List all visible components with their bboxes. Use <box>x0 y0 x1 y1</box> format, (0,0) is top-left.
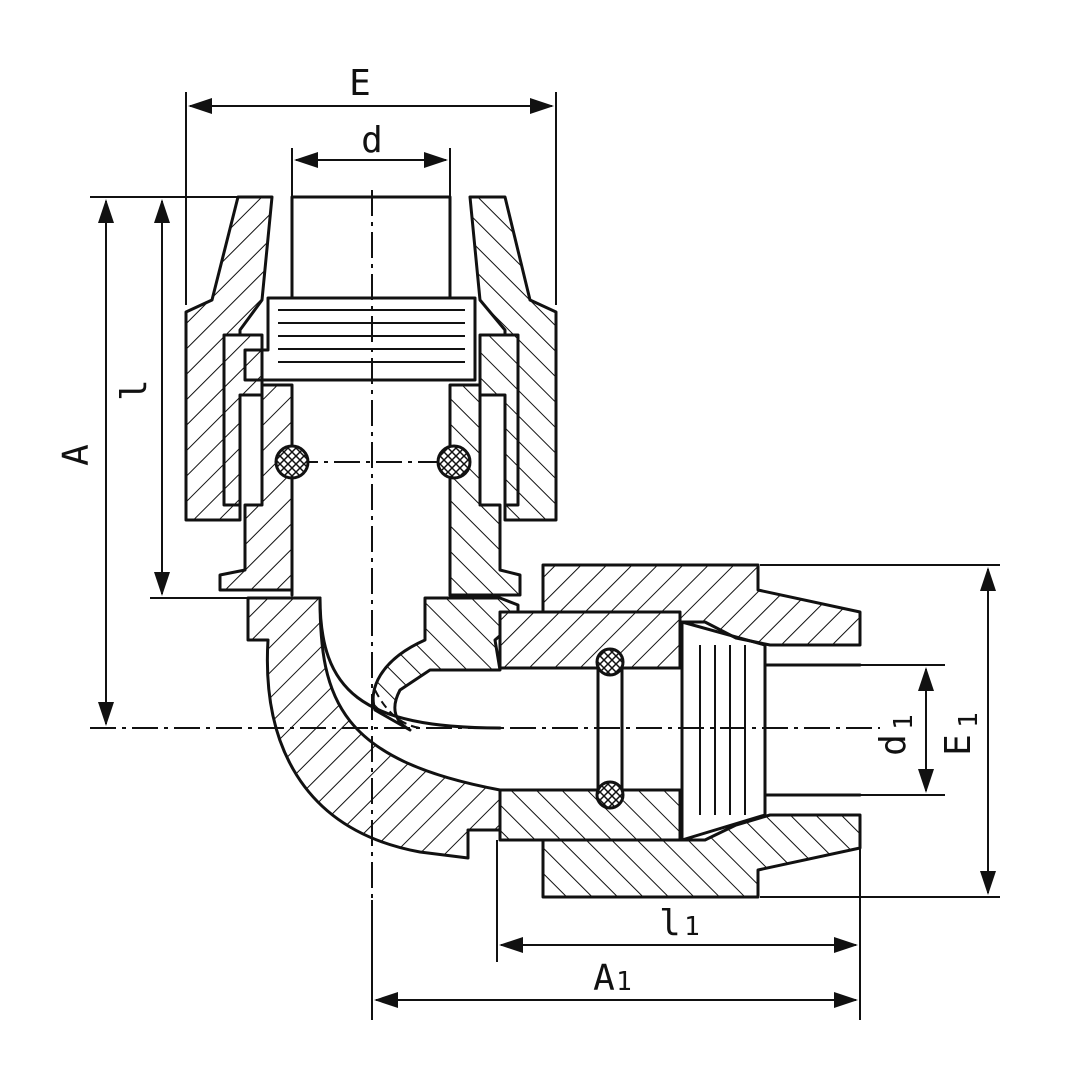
dimension-d: d <box>291 120 451 200</box>
dimension-A-label: A <box>56 444 97 466</box>
dimension-E: E <box>185 63 557 305</box>
dimension-d1-label: d <box>873 734 914 756</box>
dimension-l-label: l <box>114 379 155 401</box>
dimension-l1-subscript: 1 <box>684 912 700 942</box>
elbow-body <box>246 596 520 860</box>
dimension-A1-label: A <box>593 958 615 999</box>
dimension-A: A <box>56 196 240 726</box>
dimension-E1-label: E <box>938 734 979 756</box>
top-clamp-teeth <box>243 195 477 382</box>
dimension-E1: E 1 <box>760 564 1000 898</box>
right-nut <box>541 563 862 899</box>
dimension-l1-label: l <box>659 903 681 944</box>
dimension-A1: A 1 <box>371 900 858 1020</box>
right-clamp-teeth <box>680 620 862 842</box>
dimension-E1-subscript: 1 <box>954 712 984 728</box>
top-bore <box>290 476 452 597</box>
dimension-d-label: d <box>361 120 383 161</box>
dimension-E-label: E <box>349 63 371 104</box>
right-body-socket <box>498 610 682 842</box>
dimension-l1: l 1 <box>496 840 861 1020</box>
top-body-socket <box>218 383 522 597</box>
dimension-d1: d 1 <box>860 664 945 796</box>
dimension-A1-subscript: 1 <box>616 967 632 997</box>
dimension-d1-subscript: 1 <box>889 714 919 730</box>
right-o-ring <box>595 647 625 810</box>
top-gripper-ring <box>222 333 520 507</box>
dimension-l: l <box>114 199 250 599</box>
